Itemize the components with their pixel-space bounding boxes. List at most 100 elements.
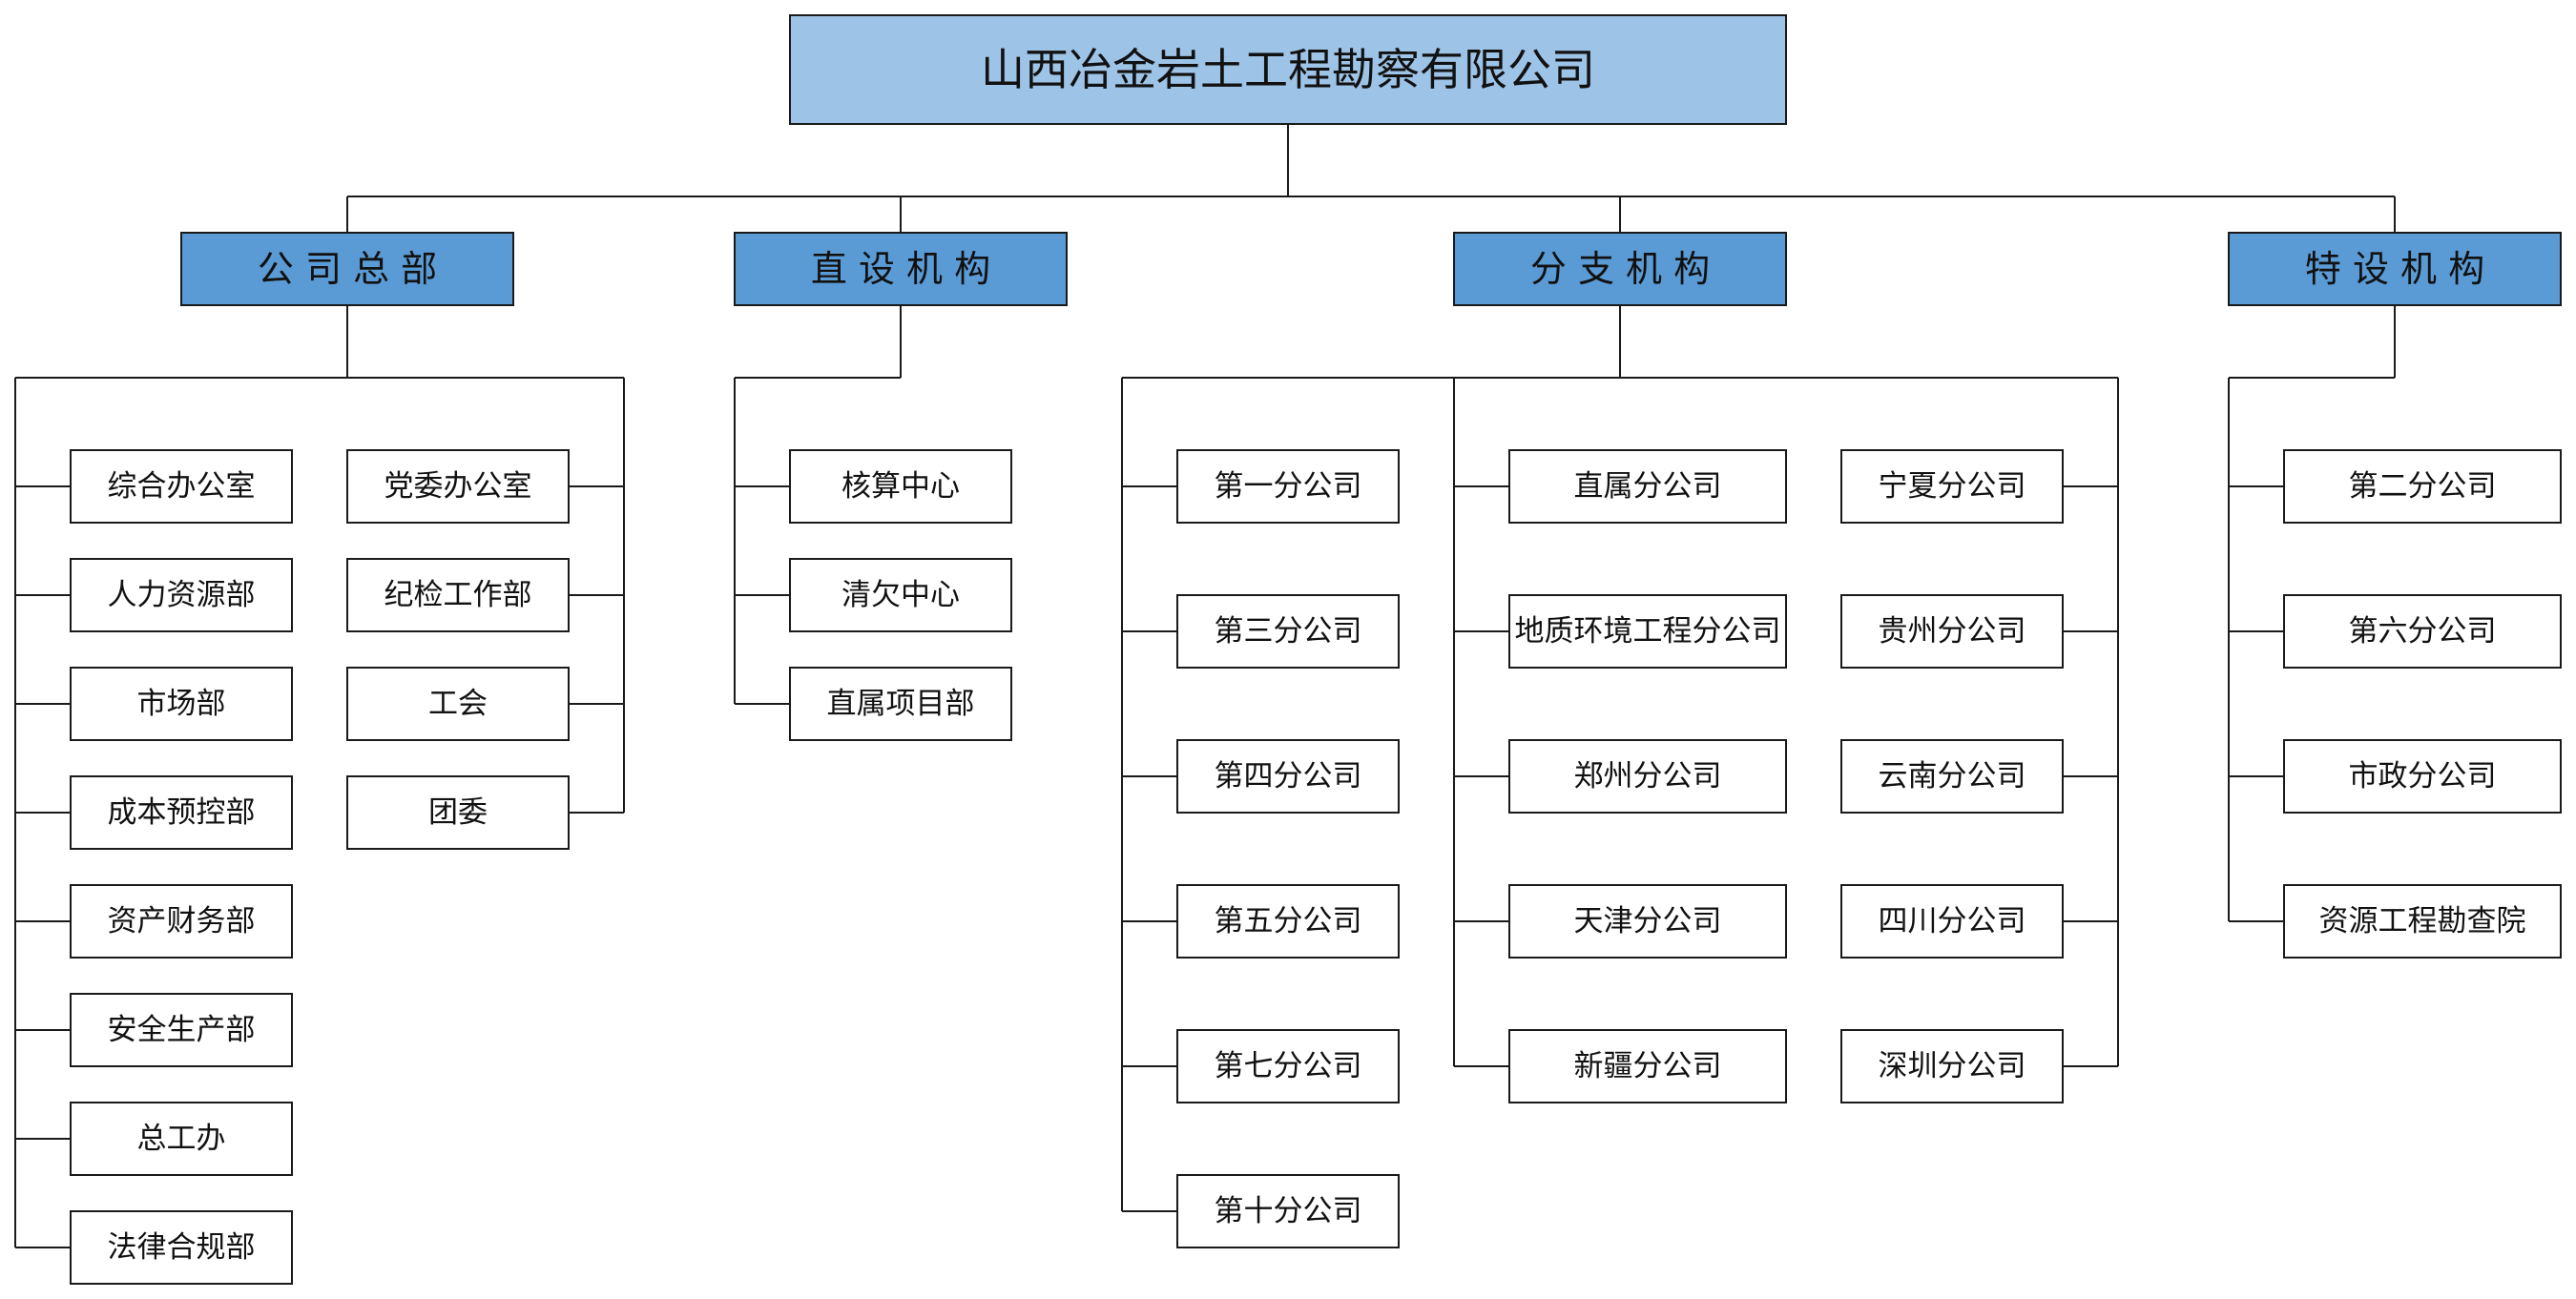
unit-box-frame bbox=[70, 884, 293, 959]
unit-box-frame bbox=[1176, 1174, 1400, 1248]
department-box-special-label: 特 设 机 构 bbox=[2305, 248, 2484, 290]
department-box-branch: 分 支 机 构 bbox=[1453, 232, 1787, 306]
department-box-direct-frame bbox=[734, 232, 1068, 306]
unit-box: 第三分公司 bbox=[1176, 594, 1400, 669]
unit-box-label: 安全生产部 bbox=[108, 1013, 256, 1047]
unit-box-label: 第十分公司 bbox=[1215, 1194, 1362, 1228]
company-root-box-frame bbox=[789, 14, 1787, 125]
unit-box: 清欠中心 bbox=[789, 558, 1012, 632]
unit-box-label: 贵州分公司 bbox=[1879, 614, 2026, 649]
unit-box-frame bbox=[70, 558, 293, 632]
unit-box-frame bbox=[1840, 594, 2064, 669]
unit-box-label: 四川分公司 bbox=[1879, 904, 2026, 938]
unit-box: 资产财务部 bbox=[70, 884, 293, 959]
unit-box-frame bbox=[1508, 884, 1787, 959]
unit-box: 法律合规部 bbox=[70, 1210, 293, 1285]
unit-box: 地质环境工程分公司 bbox=[1508, 594, 1787, 669]
unit-box-frame bbox=[1840, 884, 2064, 959]
unit-box-frame bbox=[70, 1210, 293, 1285]
unit-box-frame bbox=[70, 1102, 293, 1176]
unit-box: 市政分公司 bbox=[2283, 739, 2562, 814]
unit-box-frame bbox=[1176, 739, 1400, 814]
department-box-hq: 公 司 总 部 bbox=[180, 232, 514, 306]
unit-box-frame bbox=[789, 667, 1012, 741]
unit-box: 直属分公司 bbox=[1508, 449, 1787, 524]
unit-box: 郑州分公司 bbox=[1508, 739, 1787, 814]
unit-box-label: 直属项目部 bbox=[827, 687, 975, 721]
unit-box-label: 法律合规部 bbox=[108, 1230, 256, 1265]
unit-box-label: 第一分公司 bbox=[1215, 469, 1362, 504]
unit-box-frame bbox=[1840, 739, 2064, 814]
unit-box-label: 第三分公司 bbox=[1215, 614, 1362, 649]
unit-box-label: 深圳分公司 bbox=[1879, 1049, 2026, 1083]
unit-box: 直属项目部 bbox=[789, 667, 1012, 741]
unit-box-frame bbox=[70, 775, 293, 850]
unit-box-frame bbox=[1176, 1029, 1400, 1103]
unit-box-frame bbox=[1176, 594, 1400, 669]
unit-box-label: 人力资源部 bbox=[108, 578, 256, 612]
unit-box: 贵州分公司 bbox=[1840, 594, 2064, 669]
unit-box-frame bbox=[1508, 449, 1787, 524]
unit-box-frame bbox=[1176, 884, 1400, 959]
unit-box: 资源工程勘查院 bbox=[2283, 884, 2562, 959]
unit-box-label: 第七分公司 bbox=[1215, 1049, 1362, 1083]
unit-box: 总工办 bbox=[70, 1102, 293, 1176]
unit-box-label: 第二分公司 bbox=[2349, 469, 2497, 504]
department-box-hq-label: 公 司 总 部 bbox=[258, 248, 437, 290]
department-box-hq-frame bbox=[180, 232, 514, 306]
unit-box-label: 云南分公司 bbox=[1879, 759, 2026, 794]
unit-box: 党委办公室 bbox=[346, 449, 570, 524]
unit-box-label: 市政分公司 bbox=[2349, 759, 2497, 794]
unit-box-frame bbox=[2283, 594, 2562, 669]
unit-box-frame bbox=[789, 558, 1012, 632]
department-box-branch-frame bbox=[1453, 232, 1787, 306]
unit-box-frame bbox=[1176, 449, 1400, 524]
department-box-special-frame bbox=[2228, 232, 2562, 306]
unit-box: 成本预控部 bbox=[70, 775, 293, 850]
unit-box: 第十分公司 bbox=[1176, 1174, 1400, 1248]
unit-box-label: 第六分公司 bbox=[2349, 614, 2497, 649]
unit-box-label: 清欠中心 bbox=[841, 578, 960, 612]
unit-box-frame bbox=[70, 993, 293, 1067]
unit-box: 核算中心 bbox=[789, 449, 1012, 524]
unit-box-label: 综合办公室 bbox=[108, 469, 256, 504]
unit-box-label: 地质环境工程分公司 bbox=[1515, 614, 1781, 649]
department-box-branch-label: 分 支 机 构 bbox=[1530, 248, 1710, 290]
unit-box: 宁夏分公司 bbox=[1840, 449, 2064, 524]
unit-box-frame bbox=[1508, 594, 1787, 669]
unit-box: 人力资源部 bbox=[70, 558, 293, 632]
unit-box: 天津分公司 bbox=[1508, 884, 1787, 959]
unit-box-frame bbox=[346, 667, 570, 741]
unit-box: 第一分公司 bbox=[1176, 449, 1400, 524]
unit-box-label: 成本预控部 bbox=[108, 795, 256, 830]
unit-box: 第二分公司 bbox=[2283, 449, 2562, 524]
unit-box-label: 总工办 bbox=[137, 1122, 226, 1156]
unit-box-label: 资产财务部 bbox=[108, 904, 256, 938]
unit-box: 第六分公司 bbox=[2283, 594, 2562, 669]
unit-box: 纪检工作部 bbox=[346, 558, 570, 632]
unit-box-label: 第四分公司 bbox=[1215, 759, 1362, 794]
unit-box-frame bbox=[346, 449, 570, 524]
unit-box: 四川分公司 bbox=[1840, 884, 2064, 959]
unit-box-frame bbox=[1508, 739, 1787, 814]
unit-box-label: 直属分公司 bbox=[1574, 469, 1722, 504]
unit-box-frame bbox=[1508, 1029, 1787, 1103]
unit-box-frame bbox=[346, 558, 570, 632]
unit-box: 第七分公司 bbox=[1176, 1029, 1400, 1103]
unit-box-label: 天津分公司 bbox=[1574, 904, 1722, 938]
unit-box-frame bbox=[2283, 449, 2562, 524]
unit-box: 市场部 bbox=[70, 667, 293, 741]
unit-box-frame bbox=[1840, 1029, 2064, 1103]
department-box-direct-label: 直 设 机 构 bbox=[811, 248, 990, 290]
unit-box: 工会 bbox=[346, 667, 570, 741]
unit-box-label: 宁夏分公司 bbox=[1879, 469, 2026, 504]
company-root-box-label: 山西冶金岩土工程勘察有限公司 bbox=[981, 44, 1595, 95]
unit-box-frame bbox=[1840, 449, 2064, 524]
unit-box-frame bbox=[2283, 739, 2562, 814]
department-box-direct: 直 设 机 构 bbox=[734, 232, 1068, 306]
unit-box-frame bbox=[70, 449, 293, 524]
unit-box: 第五分公司 bbox=[1176, 884, 1400, 959]
unit-box: 新疆分公司 bbox=[1508, 1029, 1787, 1103]
connector-lines bbox=[14, 124, 2396, 1248]
